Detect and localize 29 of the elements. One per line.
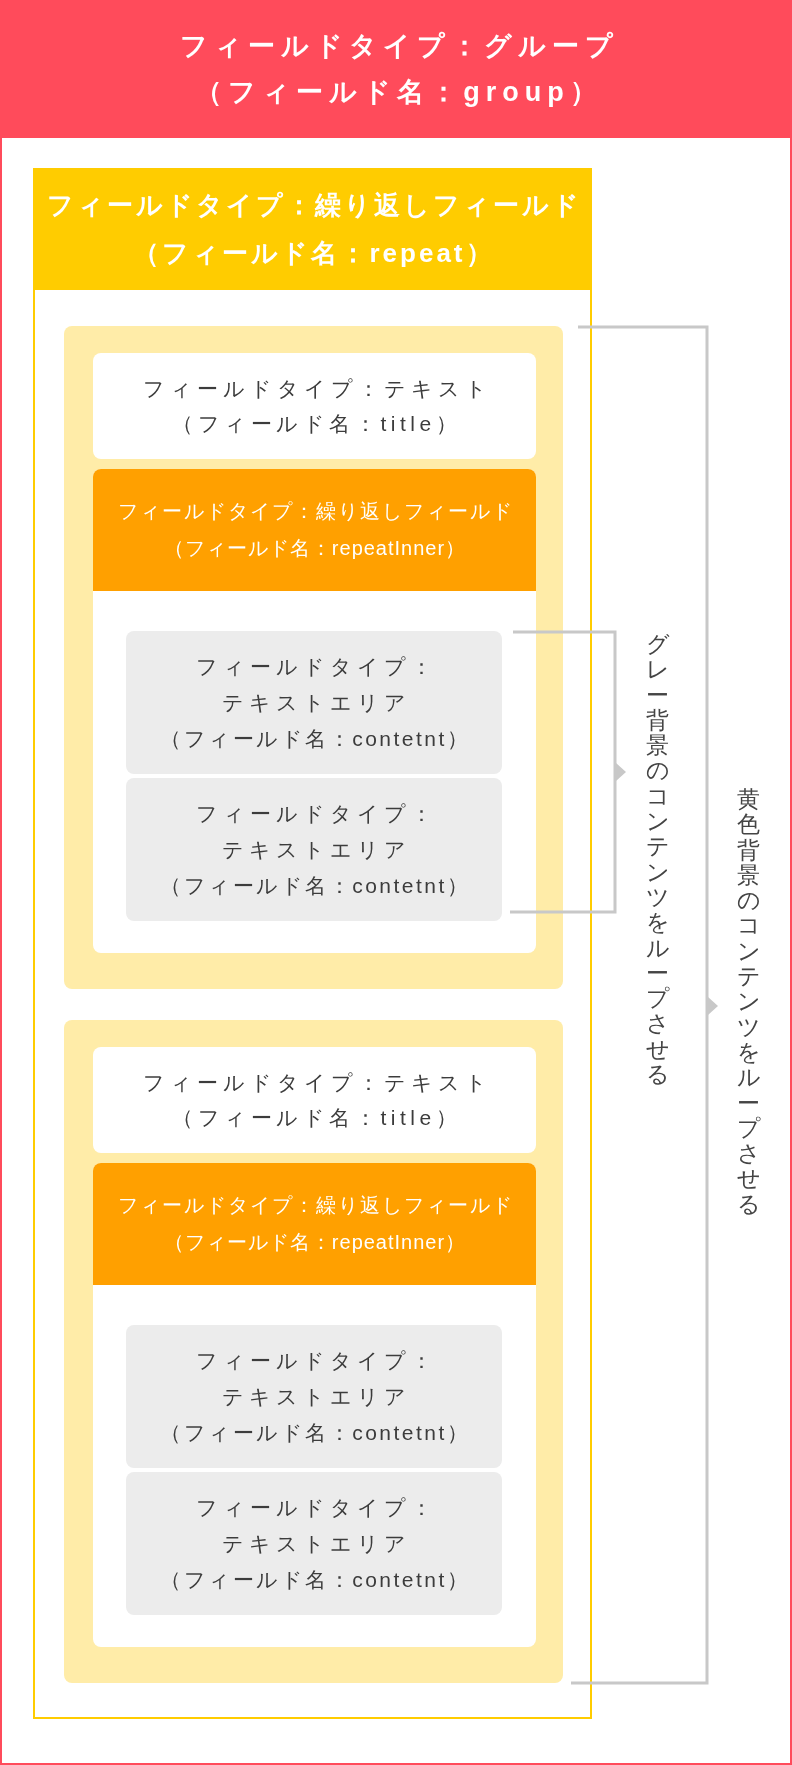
field-type-text: フィールドタイプ：テキストエリア (195, 1347, 438, 1410)
loop-item-panel (64, 1020, 563, 1683)
field-name-text: （フィールド名：contetnt） (159, 1566, 471, 1593)
field-type-text: フィールドタイプ：テキスト (141, 376, 492, 402)
field-type-text: フィールドタイプ：繰り返しフィールド (45, 189, 582, 222)
field-name-text: （フィールド名：group） (194, 76, 603, 109)
field-name-text: （フィールド名：repeatInner） (162, 1230, 467, 1255)
text-field-box (93, 1047, 536, 1153)
inner-repeat-box (93, 1163, 536, 1647)
field-name-text: （フィールド名：repeat） (132, 237, 495, 270)
field-type-text: フィールドタイプ：グループ (178, 30, 619, 63)
field-name-text: （フィールド名：contetnt） (159, 725, 471, 752)
loop-note: グレー背景のコンテンツをループさせる (646, 632, 669, 1088)
field-type-text: フィールドタイプ：繰り返しフィールド (116, 499, 514, 524)
field-type-text: フィールドタイプ：繰り返しフィールド (116, 1193, 514, 1218)
field-name-text: （フィールド名：contetnt） (159, 872, 471, 899)
text-field-box (93, 353, 536, 459)
loop-item-panel (64, 326, 563, 989)
field-name-text: （フィールド名：title） (171, 411, 462, 437)
field-type-text: フィールドタイプ：テキスト (141, 1070, 492, 1096)
field-type-text: フィールドタイプ：テキストエリア (195, 653, 438, 716)
inner-repeat-box (93, 469, 536, 953)
field-type-text: フィールドタイプ：テキストエリア (195, 1494, 438, 1557)
repeat-field-frame (33, 168, 592, 1719)
field-type-text: フィールドタイプ：テキストエリア (195, 800, 438, 863)
field-name-text: （フィールド名：title） (171, 1105, 462, 1131)
field-name-text: （フィールド名：contetnt） (159, 1419, 471, 1446)
field-name-text: （フィールド名：repeatInner） (162, 536, 467, 561)
loop-note: 黄色背景のコンテンツをループさせる (737, 787, 760, 1218)
